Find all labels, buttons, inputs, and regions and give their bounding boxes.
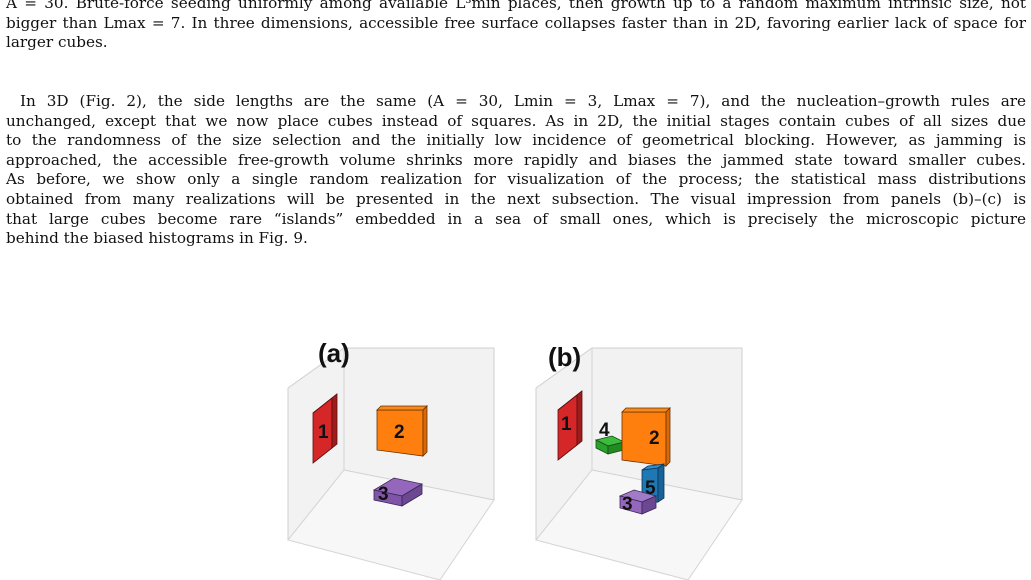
panel-label: (b) [548, 342, 581, 372]
cube-label: 2 [649, 428, 660, 449]
text-line: approached, the accessible free-growth v… [6, 150, 1026, 169]
cube-label: 2 [394, 422, 405, 443]
text-paragraph-top: A = 30. Brute-force seeding uniformly am… [6, 0, 1026, 53]
panel-box [287, 347, 495, 580]
cube-label: 3 [378, 484, 389, 505]
panel-box [535, 347, 743, 580]
text-line: bigger than Lmax = 7. In three dimension… [6, 13, 1026, 32]
text-line: unchanged, except that we now place cube… [6, 111, 1026, 130]
cube-face [665, 407, 671, 467]
cube-3: 3 [372, 477, 424, 507]
cube-face [422, 405, 428, 457]
text-line: obtained from many realizations will be … [6, 189, 1026, 208]
panel-label: (a) [318, 338, 350, 368]
text-line: that large cubes become rare “islands” e… [6, 209, 1026, 228]
cube-2: 2 [621, 407, 671, 467]
cube-face [331, 393, 338, 449]
cube-3: 3 [618, 489, 658, 515]
cube-label: 3 [622, 494, 633, 515]
cube-label: 1 [318, 422, 329, 443]
text-line: As before, we show only a single random … [6, 170, 1026, 189]
cube-label: 1 [561, 414, 572, 435]
cube-label: 5 [645, 478, 656, 499]
cube-label: 4 [599, 420, 610, 441]
cube-2: 2 [376, 405, 428, 457]
cube-face [621, 407, 671, 413]
panel-b: (b) 1 4 2 5 3 [535, 342, 743, 580]
cube-face [376, 405, 428, 411]
text-line: larger cubes. [6, 33, 108, 52]
text-paragraph-main: In 3D (Fig. 2), the side lengths are the… [6, 92, 1026, 249]
text-line: to the randomness of the size selection … [6, 131, 1026, 150]
cube-face [657, 463, 665, 503]
cube-face [641, 495, 657, 515]
figure-3d-cubes: (a) 1 2 3 (b) [287, 338, 743, 580]
cube-face [576, 390, 583, 446]
cube-1: 1 [557, 390, 583, 461]
panel-a: (a) 1 2 3 [287, 338, 495, 580]
cube-1: 1 [312, 393, 338, 464]
cube-face [401, 483, 423, 507]
text-line: A = 30. Brute-force seeding uniformly am… [6, 0, 1026, 12]
text-line: In 3D (Fig. 2), the side lengths are the… [20, 92, 1026, 110]
text-line: behind the biased histograms in Fig. 9. [6, 229, 308, 248]
cube-4: 4 [594, 420, 626, 455]
